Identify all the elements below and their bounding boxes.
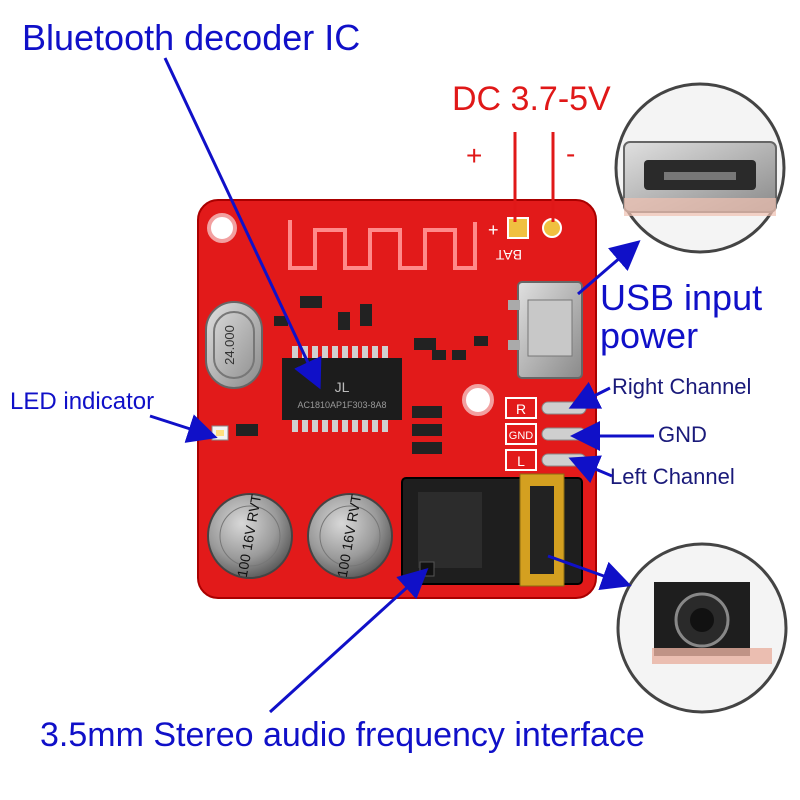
jack-zoom-inset bbox=[616, 542, 788, 714]
capacitor-1: 100 16V RVT bbox=[207, 493, 293, 579]
plus-label: + bbox=[466, 140, 483, 171]
pad-l-silk: L bbox=[517, 453, 525, 469]
arrow-led bbox=[149, 414, 218, 443]
arrow-right-channel bbox=[568, 381, 611, 409]
arrow-audio-interface bbox=[268, 567, 429, 714]
left-channel-label: Left Channel bbox=[610, 464, 735, 489]
arrow-usb bbox=[577, 240, 641, 296]
bluetooth-ic-label: Bluetooth decoder IC bbox=[22, 17, 361, 58]
crystal-oscillator: 24.000 bbox=[205, 301, 263, 389]
dc-power-label: DC 3.7-5V bbox=[452, 80, 611, 118]
usb-power-label-line1: USB input bbox=[600, 277, 763, 318]
right-channel-label: Right Channel bbox=[612, 374, 752, 399]
arrow-jack-zoom bbox=[547, 554, 632, 591]
chip-logo: JL bbox=[335, 379, 350, 395]
usb-zoom-inset bbox=[614, 82, 786, 254]
led-indicator bbox=[211, 425, 229, 441]
antenna-trace bbox=[288, 220, 477, 270]
led-indicator-label: LED indicator bbox=[10, 388, 155, 415]
audio-output-pads: R GND L bbox=[505, 397, 587, 471]
bat-silk: BAT bbox=[495, 247, 522, 263]
usb-power-label-line2: power bbox=[600, 315, 699, 356]
mounting-hole bbox=[462, 384, 494, 416]
minus-label: - bbox=[566, 138, 576, 169]
arrow-ic bbox=[163, 57, 322, 390]
bat-plus-silk: + bbox=[488, 220, 499, 240]
gnd-label: GND bbox=[658, 422, 707, 447]
capacitor-2: 100 16V RVT bbox=[307, 493, 393, 579]
annotation-arrows bbox=[149, 57, 654, 714]
pad-gnd-silk: GND bbox=[509, 430, 534, 442]
arrow-left-channel bbox=[568, 455, 613, 484]
audio-interface-label: 3.5mm Stereo audio frequency interface bbox=[40, 716, 645, 754]
pad-r-silk: R bbox=[516, 401, 526, 417]
bluetooth-decoder-chip: JL AC1810AP1F303-8A8 bbox=[282, 346, 402, 432]
crystal-marking: 24.000 bbox=[222, 325, 237, 365]
usb-connector bbox=[508, 281, 583, 379]
chip-marking: AC1810AP1F303-8A8 bbox=[297, 400, 386, 410]
audio-jack bbox=[401, 473, 583, 587]
mounting-hole bbox=[207, 213, 237, 243]
smd-components bbox=[236, 296, 488, 454]
battery-pads: + BAT bbox=[488, 217, 562, 263]
